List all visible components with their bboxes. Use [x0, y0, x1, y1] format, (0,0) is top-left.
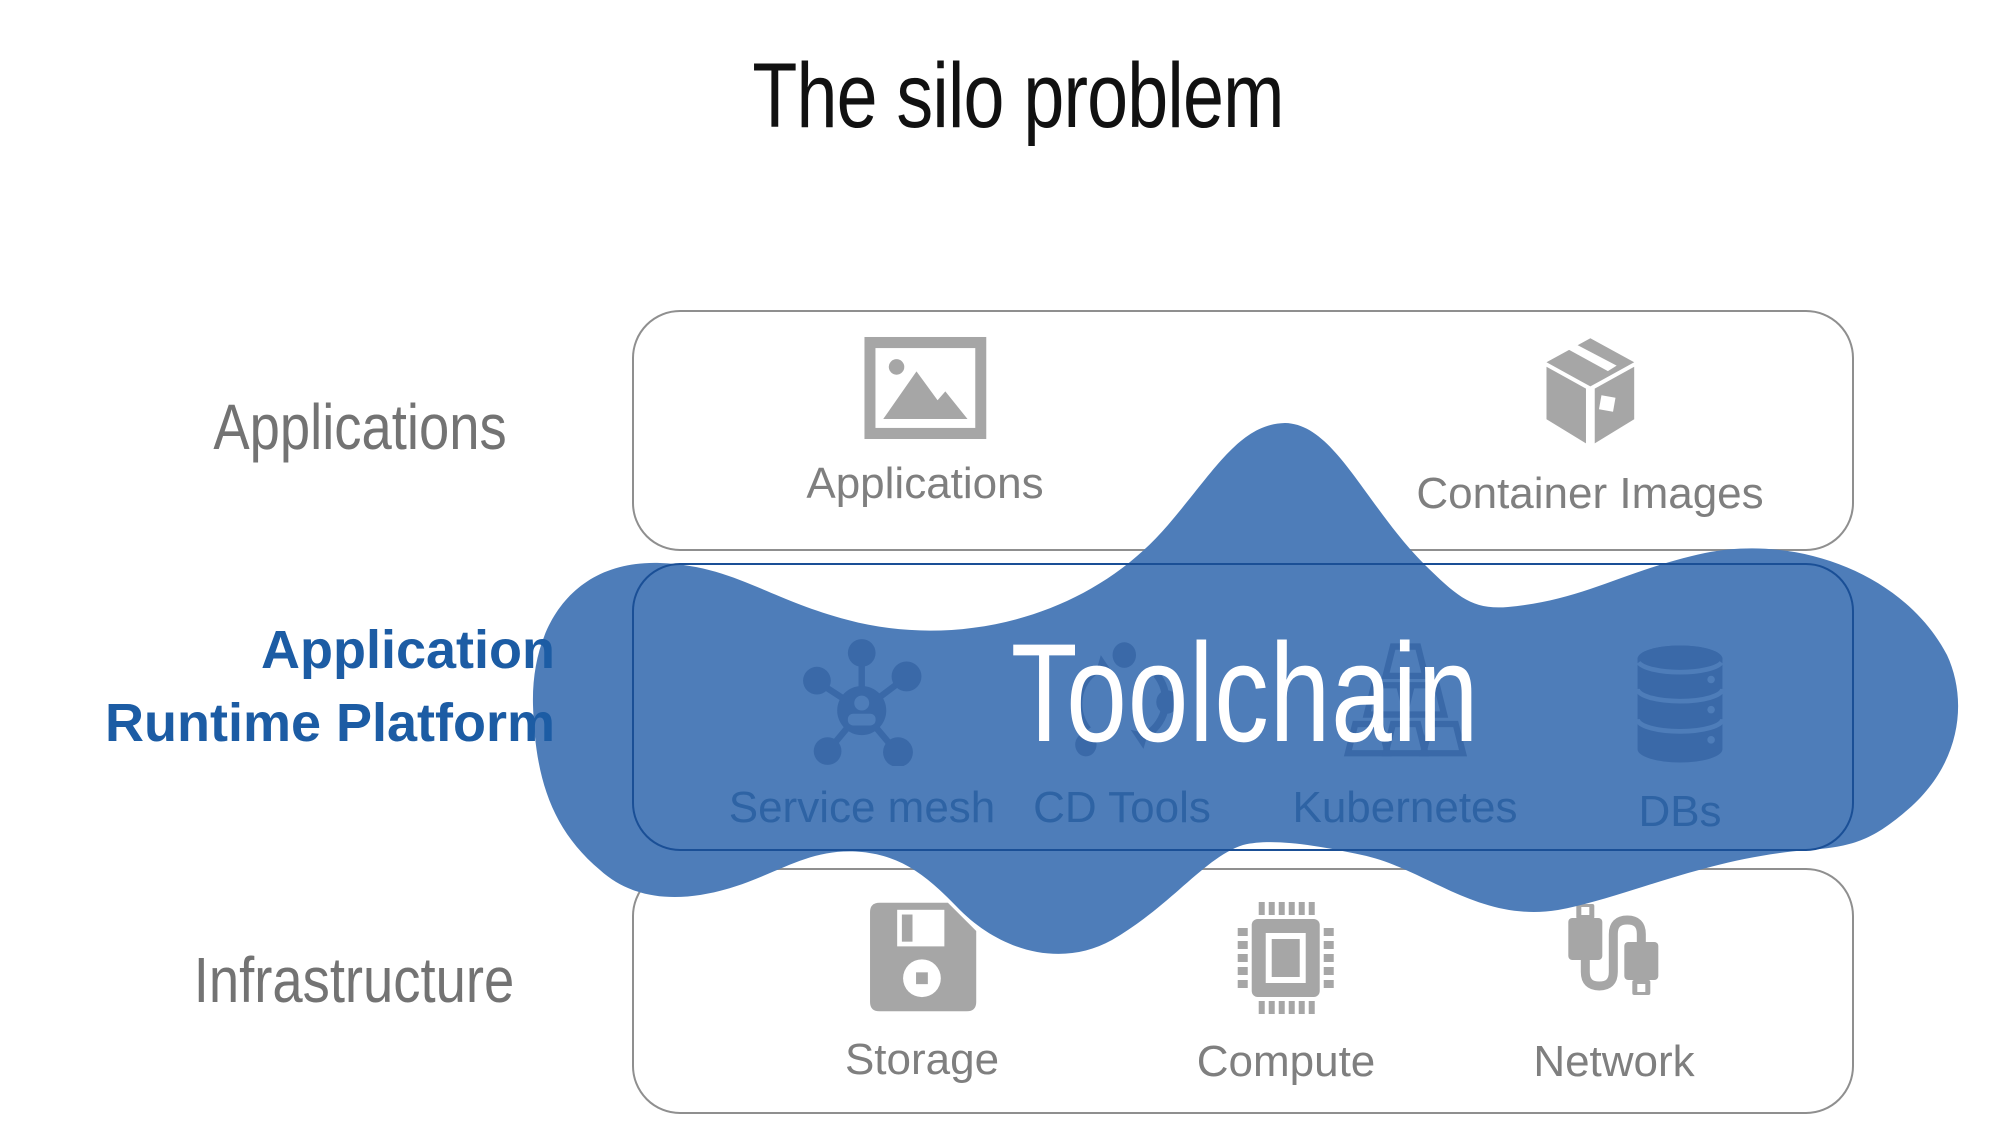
- toolchain-label: Toolchain: [1010, 614, 1480, 771]
- item-label: Storage: [844, 1035, 1000, 1084]
- compute-icon: [1224, 898, 1348, 1023]
- item-label: CD Tools: [1033, 783, 1211, 832]
- item-label: Applications: [806, 459, 1044, 508]
- item-label: Container Images: [1416, 469, 1764, 518]
- arp-line-1: Application: [261, 620, 555, 680]
- item-storage: Storage: [845, 898, 999, 1085]
- page-title: The silo problem: [752, 45, 1284, 147]
- service-mesh-icon: [798, 638, 926, 771]
- row-label-applications: Applications: [213, 391, 507, 463]
- item-label: Compute: [1196, 1037, 1376, 1086]
- item-service-mesh: Service mesh: [728, 638, 996, 833]
- item-container-images: Container Images: [1416, 336, 1764, 519]
- network-icon: [1553, 898, 1675, 1023]
- item-label: Network: [1533, 1037, 1695, 1086]
- package-icon: [1535, 336, 1645, 455]
- item-label: DBs: [1638, 787, 1722, 836]
- item-compute: Compute: [1196, 898, 1376, 1087]
- storage-icon: [863, 898, 981, 1021]
- image-icon: [863, 336, 986, 445]
- item-applications: Applications: [806, 336, 1044, 509]
- arp-line-2: Runtime Platform: [105, 693, 556, 753]
- item-dbs: DBs: [1628, 638, 1732, 837]
- row-label-application-runtime-platform: Application Runtime Platform: [105, 614, 555, 760]
- item-label: Kubernetes: [1292, 783, 1518, 832]
- dbs-icon: [1628, 638, 1732, 775]
- item-network: Network: [1533, 898, 1695, 1087]
- item-label: Service mesh: [728, 783, 996, 832]
- row-label-infrastructure: Infrastructure: [193, 944, 515, 1016]
